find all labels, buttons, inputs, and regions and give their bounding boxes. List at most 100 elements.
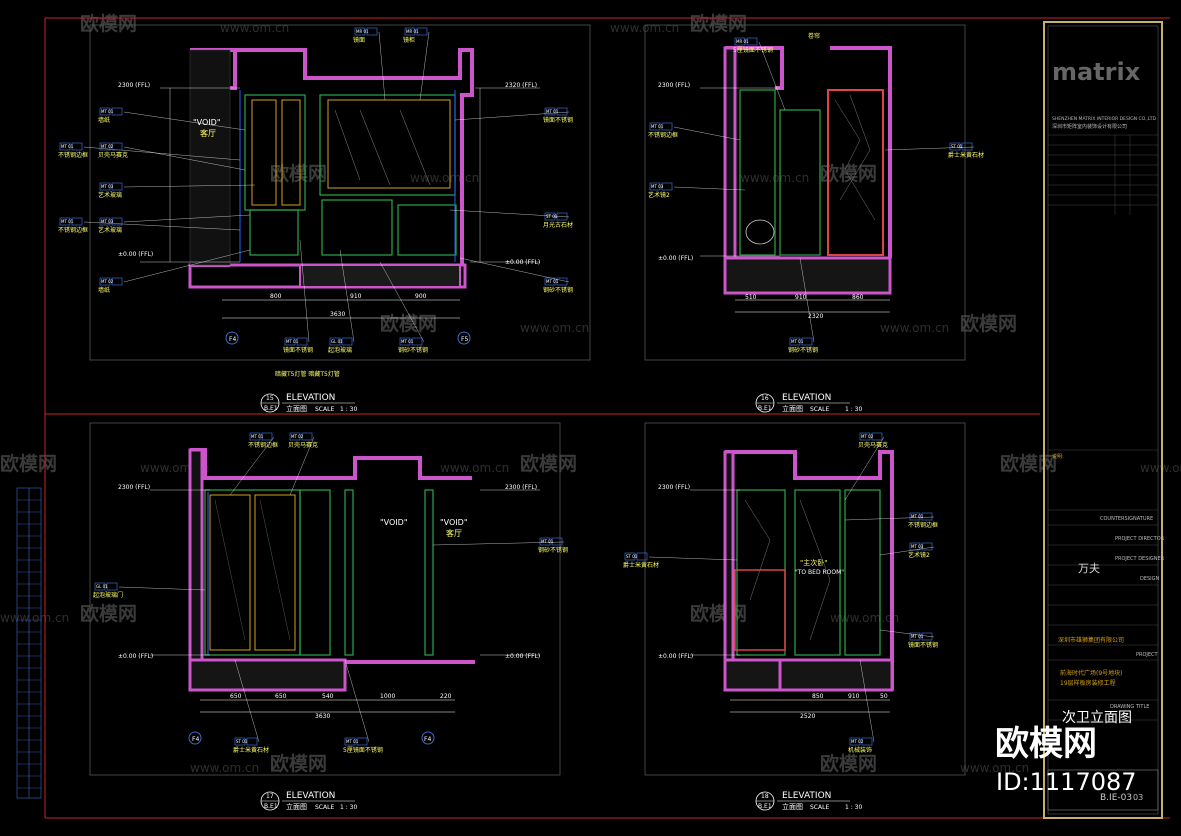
dimension: 910 [795,294,807,301]
elevation-18: 2300 (FFL) ±0.00 (FFL) 2520 850 910 50 "… [623,432,938,811]
callout-label: 5厘镜面不锈钢 [343,746,383,754]
height-label: 2300 (FFL) [658,484,690,491]
sheet-ref: B.E1 [264,405,278,412]
title-block: matrix SHENZHEN MATRIX INTERIOR DESIGN C… [1043,21,1165,819]
elevation-15: F4 F5 2300 (FFL) 2320 (FFL) ±0.00 (FFL) … [58,27,573,413]
callout-label: 起泡玻璃门 [93,591,123,599]
dimension: 850 [812,693,824,700]
room-note: 客厅 [446,528,462,538]
scale-value: 1 : 30 [340,406,357,413]
callout-code: MT 01 [791,339,804,344]
total-dimension: 3630 [330,311,345,318]
elevation-number: 16 [761,395,769,402]
dimension: 510 [745,294,757,301]
watermark-url: www.om.cn [440,461,509,475]
elevation-number: 17 [266,793,274,800]
room-note: "TO BED ROOM" [795,569,844,576]
callout-code: MT 01 [61,219,74,224]
axis-marker-f4: F4 [192,736,199,743]
brand-name: 欧模网 [995,724,1097,764]
callout-code: MT 01 [346,739,359,744]
callout-label: 镜面不锈钢 [283,346,313,354]
company-logo: matrix [1052,58,1141,86]
callout-label: 起泡玻璃 [328,346,352,354]
height-label: 2300 (FFL) [658,82,690,89]
dimension: 800 [270,293,282,300]
callout-code: MR 01 [406,29,419,34]
watermark-url: www.om.cn [520,321,589,335]
height-label: ±0.00 (FFL) [118,653,153,660]
callout-code: MT 01 [546,279,559,284]
client-name: 深圳市雄狮集团有限公司 [1058,636,1124,644]
callout-code: MR 01 [736,39,749,44]
scale-label: SCALE [315,406,334,413]
callout-label: 贝壳马赛克 [288,441,318,449]
callout-label: 艺术镜2 [908,551,930,559]
height-label: 2300 (FFL) [118,82,150,89]
callout-label: 钢砂不锈钢 [543,286,573,294]
scale-value: 1 : 30 [340,804,357,811]
dimension: 910 [350,293,362,300]
callout-code: GL 01 [331,339,343,344]
notes-text: 说明: [1052,453,1064,460]
watermark-url: www.om.cn [960,761,1029,775]
company-name-en: SHENZHEN MATRIX INTERIOR DESIGN CO.,LTD [1052,116,1156,122]
watermark-url: www.om.cn [1140,461,1181,475]
callout-code: MT 01 [286,339,299,344]
callout-code: MR 01 [356,29,369,34]
watermark-text: 欧模网 [380,312,437,335]
axis-marker-f4: F4 [229,336,236,343]
project-subtitle: 19层样板房装修工程 [1060,679,1116,687]
room-note: "主次卧" [800,558,827,567]
callout-label: 不锈钢边框 [908,521,938,529]
callout-code: MT 03 [101,184,114,189]
callout-label: 爵士米黄石材 [233,746,269,754]
callout-label: 镜柜 [403,36,415,44]
callout-label: 机械装饰 [848,746,872,754]
callout-label: 贝壳马赛克 [858,441,888,449]
callout-label: 不锈钢边框 [648,131,678,139]
drawing-title-label: DRAWING TITLE [1110,704,1149,710]
total-dimension: 2320 [808,313,823,320]
curtain-note: 卷帘 [808,32,820,40]
scale-value: 1 : 30 [845,804,862,811]
scale-label: SCALE [810,406,829,413]
height-label: ±0.00 (FFL) [658,255,693,262]
axis-marker-f5: F5 [461,336,468,343]
project-director-label: PROJECT DIRECTOR [1115,536,1165,542]
watermark-text: 欧模网 [0,452,57,475]
callout-code: MT 03 [101,219,114,224]
left-grid-strip [16,487,42,799]
scale-value: 1 : 30 [845,406,862,413]
callout-code: MT 01 [61,144,74,149]
callout-code: MT 01 [401,339,414,344]
callout-code: MT 02 [101,279,114,284]
design-label: DESIGN [1140,576,1160,582]
elevation-title-en: ELEVATION [286,393,335,403]
axis-marker-f4: F4 [424,736,431,743]
elevation-title-en: ELEVATION [782,393,831,403]
dimension: 910 [848,693,860,700]
page-number: 03 [1133,793,1143,802]
callout-label: 不锈钢边框 [58,151,88,159]
watermark-text: 欧模网 [520,452,577,475]
callout-label: 月光古石材 [543,221,573,229]
watermark-text: 欧模网 [270,162,327,185]
watermark-text: 欧模网 [960,312,1017,335]
callout-code: MT 01 [101,109,114,114]
watermark-url: www.om.cn [190,761,259,775]
company-name-cn: 深圳市矩阵室内装饰设计有限公司 [1052,123,1127,130]
dimension: 650 [230,693,242,700]
project-label: PROJECT [1136,652,1159,658]
drawing-title: 次卫立面图 [1062,710,1132,726]
callout-code: MT 02 [101,144,114,149]
callout-label: 艺术玻璃 [98,226,122,234]
callout-label: 不锈钢边框 [248,441,278,449]
sheet-ref: B.E1 [758,405,772,412]
callout-code: MT 01 [911,514,924,519]
project-designer-label: PROJECT DESIGNER [1115,556,1165,562]
dimension: 50 [880,693,888,700]
total-dimension: 3630 [315,713,330,720]
